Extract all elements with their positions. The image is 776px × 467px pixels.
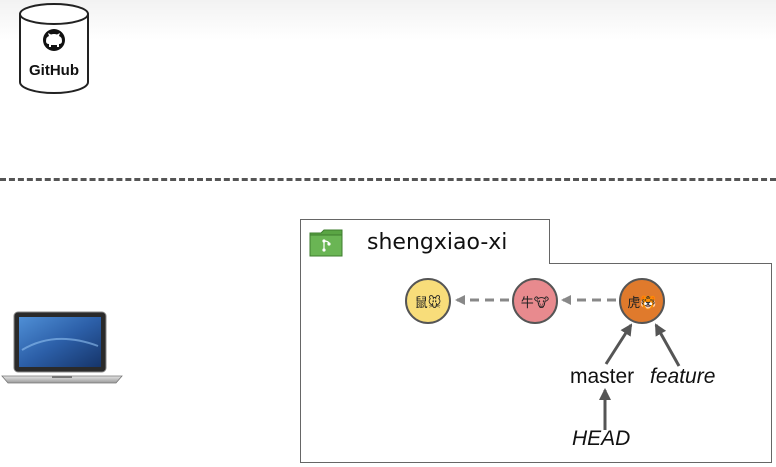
commit-tiger[interactable]: 虎🐯 [619,278,665,324]
top-background [0,0,776,40]
repo-tab[interactable]: shengxiao-xi [300,219,550,264]
folder-branch-icon [309,229,343,257]
branch-master-label[interactable]: master [570,365,635,388]
commit-rat[interactable]: 鼠🐭 [405,278,451,324]
branch-feature-label[interactable]: feature [650,365,716,388]
laptop-icon [1,311,123,384]
feature-pointer-arrow [654,323,681,367]
commit-ox[interactable]: 牛🐮 [512,278,558,324]
github-server-icon: GitHub [19,3,89,94]
github-logo-text: GitHub [29,62,79,79]
master-pointer-arrow [604,323,633,365]
repo-name: shengxiao-xi [367,230,508,255]
network-divider [0,178,776,181]
head-label[interactable]: HEAD [572,427,631,450]
